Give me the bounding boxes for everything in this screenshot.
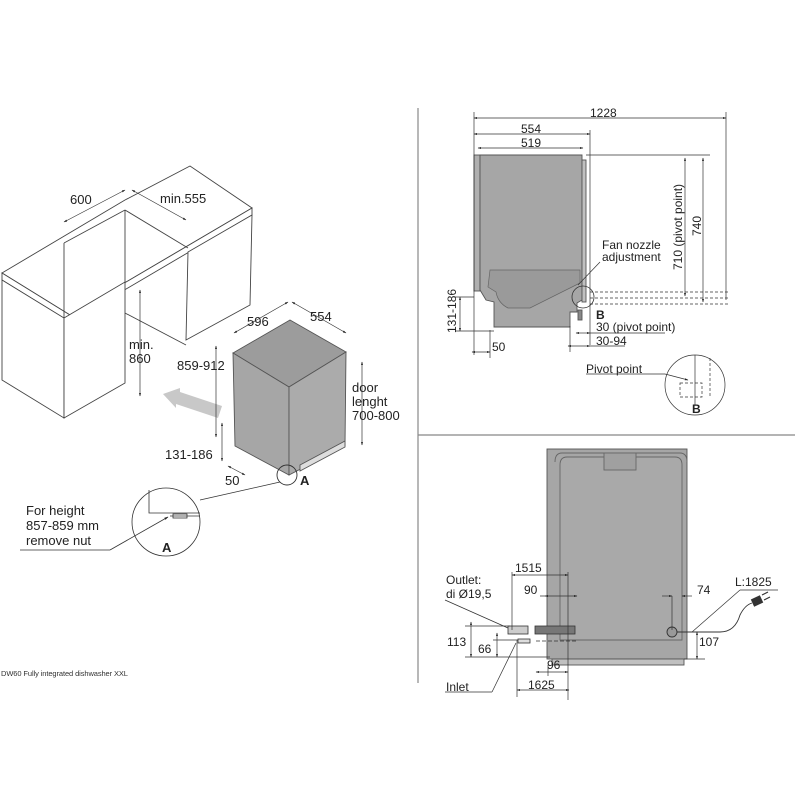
dishwasher-iso — [232, 319, 347, 476]
door-height-label: 740 — [690, 215, 704, 236]
fan-nozzle-label-1: Fan nozzle — [602, 238, 661, 252]
panel-dividers — [417, 108, 795, 683]
detail-a — [20, 487, 201, 557]
cable-height-label: 107 — [699, 635, 720, 649]
plinth-height-label: 131-186 — [165, 447, 213, 462]
niche-height-label-2: 860 — [129, 351, 151, 366]
inlet-label: Inlet — [446, 680, 469, 694]
pivot-point-label: Pivot point — [586, 362, 643, 376]
figure-caption: DW60 Fully integrated dishwasher XXL — [1, 669, 128, 678]
niche-height-label-1: min. — [129, 337, 154, 352]
detail-a-marker: A — [300, 473, 310, 488]
dishwasher-depth-label: 554 — [310, 309, 332, 324]
door-length-label-1: door — [352, 380, 379, 395]
detail-a-marker-circle — [276, 464, 298, 486]
door-length-label-2: lenght — [352, 394, 388, 409]
power-cable-label: L:1825 — [735, 575, 772, 589]
detail-a-note-1: For height — [26, 503, 85, 518]
hoses — [507, 625, 576, 644]
detail-a-label: A — [162, 540, 172, 555]
fan-nozzle-label-2: adjustment — [602, 250, 661, 264]
inlet-height-label: 66 — [478, 642, 492, 656]
detail-b-label: B — [692, 402, 701, 416]
door-length-label-3: 700-800 — [352, 408, 400, 423]
detail-b — [586, 354, 726, 416]
inner-depth-label: 519 — [521, 136, 542, 150]
cabinet-dimensions — [63, 189, 187, 397]
niche-depth-label: min.555 — [160, 191, 207, 206]
dishwasher-front-view — [546, 448, 688, 666]
pivot-offset-label: 30 (pivot point) — [596, 320, 676, 334]
side-view-dimensions — [455, 112, 728, 358]
outlet-label-1: Outlet: — [446, 573, 482, 587]
dishwasher-side-view — [473, 154, 587, 328]
kitchen-cabinet — [1, 165, 253, 419]
inlet-offset-label: 96 — [547, 658, 561, 672]
detail-a-note-2: 857-859 mm — [26, 518, 99, 533]
front-view-dimensions — [444, 572, 778, 700]
arrow-insert-icon — [163, 388, 222, 418]
detail-b-marker-circle — [571, 285, 595, 309]
dishwasher-height-label: 859-912 — [177, 358, 225, 373]
depth-label: 554 — [521, 122, 542, 136]
niche-width-label: 600 — [70, 192, 92, 207]
dishwasher-dimensions — [214, 301, 364, 476]
outlet-label-2: di Ø19,5 — [446, 587, 492, 601]
outlet-offset-label: 90 — [524, 583, 538, 597]
detail-a-note-3: remove nut — [26, 533, 92, 548]
outlet-height-label: 113 — [447, 635, 467, 649]
power-plug-icon — [750, 591, 771, 607]
pivot-height-label: 710 (pivot point) — [671, 183, 685, 270]
side-plinth-height-label: 131-186 — [445, 288, 459, 333]
inlet-hose-length-label: 1625 — [528, 678, 555, 692]
dishwasher-width-label: 596 — [247, 314, 269, 329]
plinth-setback-label: 50 — [225, 473, 240, 488]
power-cable — [677, 602, 753, 633]
outlet-hose-length-label: 1515 — [515, 561, 542, 575]
detail-b-marker: B — [596, 308, 605, 322]
side-plinth-setback-label: 50 — [492, 340, 506, 354]
door-offset-label: 30-94 — [596, 334, 627, 348]
total-depth-label: 1228 — [590, 106, 617, 120]
right-offset-label: 74 — [697, 583, 711, 597]
